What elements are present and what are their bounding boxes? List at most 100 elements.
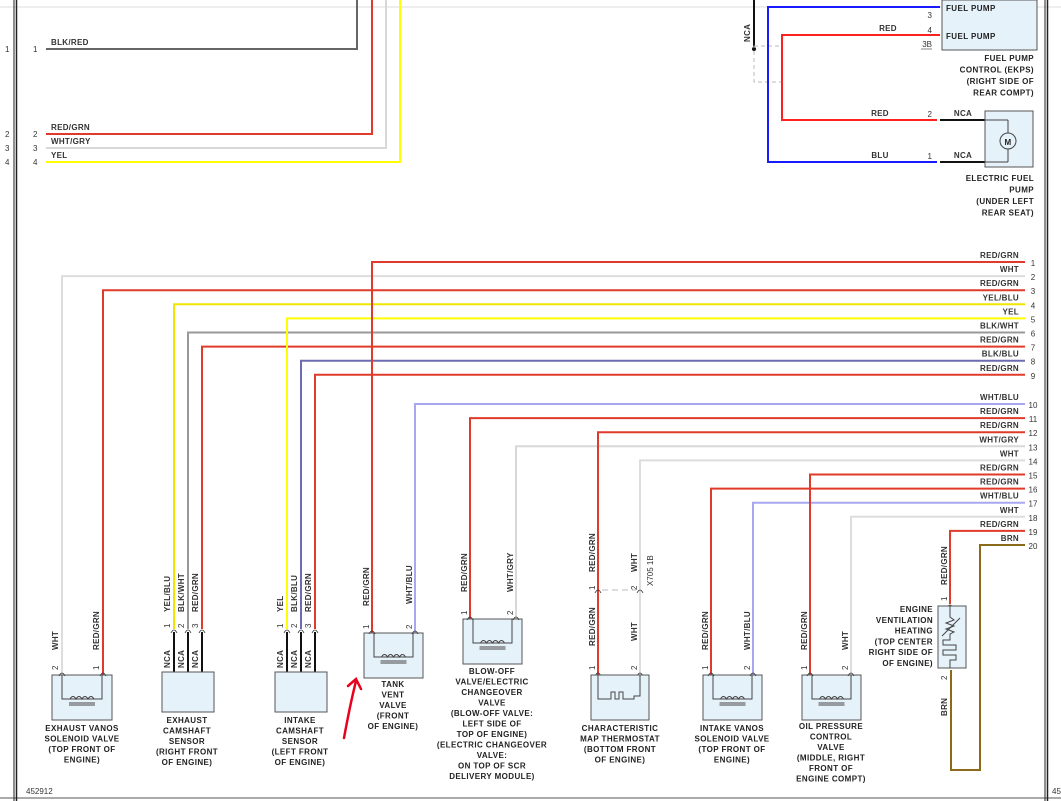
pin-number: 1 [460, 610, 469, 615]
wire-color-label: RED/GRN [980, 478, 1019, 487]
wire [314, 373, 1025, 629]
wire-color-label: BLK/WHT [980, 322, 1019, 331]
pin-number: 2 [743, 665, 752, 670]
pin-number: 2 [177, 623, 186, 628]
wire-wht [639, 459, 1025, 675]
component-label: VALVE/ELECTRIC [455, 678, 528, 687]
wire-color-label: RED/GRN [191, 573, 200, 612]
fuel-pump-control-box [941, 0, 1038, 51]
pin-number: 3 [191, 623, 200, 628]
wire-red-grn [710, 487, 1025, 675]
right-pin-number: 10 [1029, 401, 1038, 410]
pin-number: 2 [506, 610, 515, 615]
wire-color-label: RED/GRN [304, 573, 313, 612]
pin-number: 2 [290, 623, 299, 628]
component-label: FUEL PUMP [984, 54, 1034, 63]
right-pin-number: 17 [1029, 500, 1038, 509]
right-pin-number: 15 [1029, 472, 1038, 481]
inline-connector-ref: X705 1B [646, 555, 655, 586]
wire-color-label: YEL/BLU [163, 576, 172, 612]
component-box [937, 605, 967, 669]
right-pin-number: 14 [1029, 457, 1038, 466]
wire-color-label: RED/GRN [800, 611, 809, 650]
pin-number: 2 [630, 665, 639, 670]
connector-icon [847, 672, 855, 677]
wire-color-label: NCA [290, 650, 299, 668]
connector-icon [170, 629, 178, 634]
coil-icon [819, 696, 844, 700]
right-pin-number: 18 [1029, 514, 1038, 523]
component-label: SENSOR [169, 737, 205, 746]
component-label: (FRONT [377, 712, 410, 721]
wire-color-label: WHT [1000, 506, 1019, 515]
component-box [51, 674, 113, 721]
component-label: LEFT SIDE OF [462, 720, 521, 729]
right-pin-number: 2 [1031, 273, 1036, 282]
pin-number: 2 [928, 110, 933, 119]
component-label: FRONT OF [809, 764, 853, 773]
connector-icon [749, 672, 757, 677]
wire-color-label: RED/GRN [701, 611, 710, 650]
component-label: OF ENGINE) [275, 758, 326, 767]
right-pin-number: 11 [1029, 415, 1038, 424]
component-label: (TOP FRONT OF [698, 745, 765, 754]
wire-color-label: WHT [630, 622, 639, 641]
left-outer-pin-number: 3 [5, 144, 10, 153]
connector-icon [636, 589, 644, 594]
component-box [274, 671, 328, 713]
connector-ref: 3B [922, 40, 932, 49]
pin-number: 1 [163, 623, 172, 628]
pin-label: FUEL PUMP [946, 32, 996, 41]
right-pin-number: 4 [1031, 301, 1036, 310]
wire-color-label: WHT/GRY [979, 435, 1019, 444]
connector-icon [411, 630, 419, 635]
component-label: ENGINE COMPT) [796, 775, 866, 784]
wire-color-label: BRN [1001, 534, 1019, 543]
component-label: (TOP CENTER [875, 637, 933, 646]
component-label: (LEFT FRONT [272, 748, 329, 757]
wire-red-grn [469, 417, 1025, 619]
wire-color-label: RED [871, 109, 889, 118]
wire-color-label: RED [879, 24, 897, 33]
wire-color-label: BLK/RED [51, 38, 89, 47]
component-label: (RIGHT FRONT [156, 748, 218, 757]
left-pin-number: 2 [33, 130, 38, 139]
component-label: RIGHT SIDE OF [869, 648, 933, 657]
wire-color-label: WHT [630, 553, 639, 572]
wire-wht [61, 275, 1025, 675]
coil-icon [69, 696, 95, 700]
connector-icon [512, 616, 520, 621]
pin-number: 2 [51, 665, 60, 670]
component-box [801, 674, 862, 721]
wire-color-label: NCA [177, 650, 186, 668]
wire-color-label: RED/GRN [980, 464, 1019, 473]
right-pin-number: 1 [1031, 259, 1036, 268]
wire-color-label: RED/GRN [980, 421, 1019, 430]
component-box [702, 674, 763, 721]
wire-wht-gry [46, 0, 387, 149]
nca-label: NCA [954, 109, 972, 118]
wire-color-label: WHT/BLU [743, 611, 752, 650]
right-pin-number: 12 [1029, 429, 1038, 438]
wire [201, 345, 1025, 629]
right-pin-number: 13 [1029, 443, 1038, 452]
component-label: OF ENGINE) [368, 722, 419, 731]
wire-wht [850, 515, 1025, 675]
component-label: DELIVERY MODULE) [449, 772, 535, 781]
wire-color-label: WHT [1000, 265, 1019, 274]
component-label: (TOP FRONT OF [48, 745, 115, 754]
connector-icon [198, 629, 206, 634]
connector-icon [707, 672, 715, 677]
left-outer-pin-number: 1 [5, 45, 10, 54]
component-label: (ELECTRIC CHANGEOVER [437, 741, 547, 750]
wire-color-label: RED/GRN [588, 533, 597, 572]
component-label: ENGINE) [714, 756, 750, 765]
component-label: OF ENGINE) [882, 659, 933, 668]
component-label: SOLENOID VALVE [694, 735, 769, 744]
component-label: EXHAUST VANOS [45, 724, 119, 733]
engine-ventilation-heating: RED/GRNBRN12ENGINEVENTILATIONHEATING(TOP… [869, 529, 1025, 771]
thermostat-heater-icon [597, 675, 641, 700]
connector-icon [466, 616, 474, 621]
